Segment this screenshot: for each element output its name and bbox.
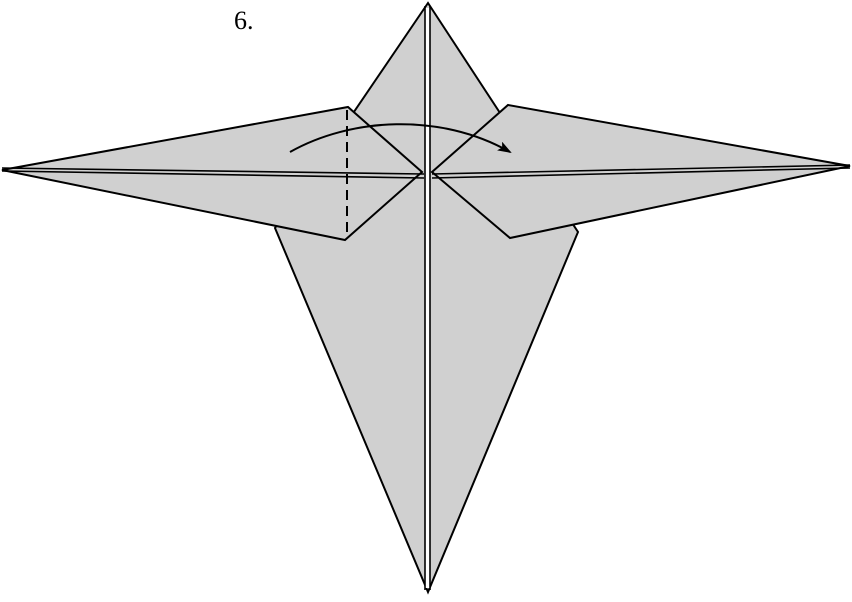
step-number: 6. (234, 6, 254, 35)
right-flap (430, 103, 851, 240)
center-gap (425, 8, 430, 588)
fold-arrow (289, 123, 512, 153)
left-flap-crease-bottom (1, 170, 425, 179)
right-flap-crease-bottom (431, 167, 851, 179)
left-flap-crease-top (1, 167, 425, 175)
right-flap-crease-top (431, 164, 851, 175)
